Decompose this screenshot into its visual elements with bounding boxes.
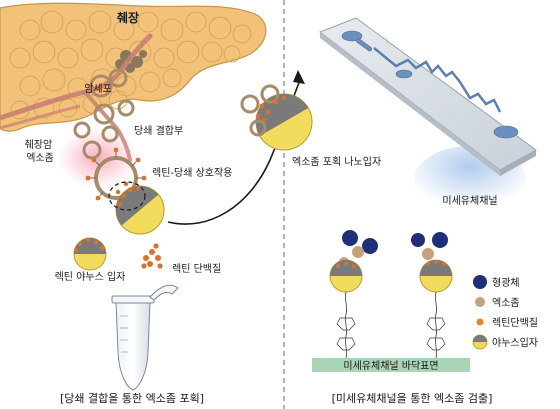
- glycan-site-label: 당쇄 결합부: [134, 125, 183, 137]
- exosome-cluster: [73, 68, 135, 160]
- legend-label: 엑소좀: [492, 297, 520, 309]
- interaction-highlight: [108, 181, 146, 211]
- legend-swatch: [475, 297, 485, 307]
- sample-tube: [111, 284, 179, 391]
- nanoparticle-label: 엑소좀 포획 나노입자: [292, 155, 381, 168]
- legend-item-fluorophore: 형광체: [473, 275, 520, 289]
- legend: 형광체 엑소좀 렉틴단백질 야누스입자: [472, 275, 538, 350]
- microfluidic-chip: [318, 17, 537, 176]
- cancer-cell-label: 암세포: [84, 83, 112, 95]
- legend-label: 야누스입자: [492, 336, 538, 349]
- interaction-label: 렉틴-당쇄 상호작용: [152, 167, 232, 179]
- legend-item-exosome: 엑소좀: [475, 297, 520, 309]
- detection-construct-left: [329, 230, 378, 359]
- right-caption: [미세유체채널을 통한 엑소좀 검출]: [332, 392, 493, 405]
- glow-highlight: [58, 128, 138, 188]
- legend-label: 렉틴단백질: [492, 317, 538, 329]
- exosome-label: 췌장암 엑소좀: [25, 139, 56, 164]
- detection-construct-right: [411, 232, 453, 359]
- lectin-protein-cluster: [141, 243, 163, 269]
- legend-label: 형광체: [492, 277, 520, 289]
- capture-arrowhead: [293, 70, 305, 84]
- legend-swatch: [473, 275, 487, 289]
- organ-label: 췌장: [117, 11, 139, 25]
- janus-particle-small: [73, 237, 107, 271]
- janus-particle-label: 렉틴 야누스 입자: [55, 270, 126, 283]
- legend-item-lectin: 렉틴단백질: [476, 317, 538, 329]
- legend-swatch: [476, 318, 484, 326]
- exosome-main: [85, 147, 147, 201]
- surface-label: 미세유체채널 바닥표면: [343, 360, 438, 372]
- left-caption: [당쇄 결합을 통한 엑소좀 포획]: [60, 392, 204, 405]
- channel-surface: [312, 358, 470, 372]
- lectin-protein-label: 렉틴 단백질: [172, 263, 221, 275]
- exosome-capture-nanoparticle: [240, 84, 313, 151]
- chip-label: 미세유체채널: [442, 195, 497, 207]
- legend-item-janus: 야누스입자: [472, 334, 538, 350]
- janus-particle-bound: [115, 181, 165, 235]
